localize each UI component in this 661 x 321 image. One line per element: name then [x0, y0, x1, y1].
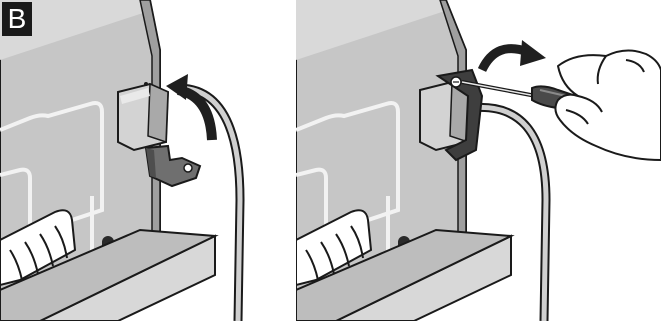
step-label-badge: B — [2, 2, 32, 36]
bracket-icon — [435, 68, 484, 162]
panel-embossing-inner — [296, 167, 328, 240]
illustration-panel-left: B — [0, 0, 250, 321]
appliance-top-highlight — [0, 0, 152, 60]
hand-icon — [554, 49, 661, 161]
rotate-arrow-icon — [477, 40, 546, 73]
illustration-panel-right — [296, 0, 661, 321]
screwdriver-icon — [461, 80, 582, 109]
panel-embossing — [296, 101, 400, 226]
base-step-front — [296, 228, 515, 321]
panel-embossing-inner — [0, 167, 32, 240]
power-cord — [179, 85, 243, 321]
bracket-icon — [144, 144, 202, 188]
grille-fins — [296, 209, 373, 287]
right-illustration — [296, 0, 661, 321]
power-cord — [469, 104, 549, 321]
rotate-arrow-icon — [166, 74, 217, 141]
appliance-top-highlight — [296, 0, 448, 60]
panel-embossing — [0, 101, 104, 226]
base-step-front — [0, 228, 219, 321]
grille-fins — [0, 209, 77, 287]
power-plug-icon — [419, 80, 472, 152]
left-illustration — [0, 0, 245, 321]
wall-screw-dot — [144, 82, 148, 86]
power-plug-icon — [117, 82, 170, 152]
